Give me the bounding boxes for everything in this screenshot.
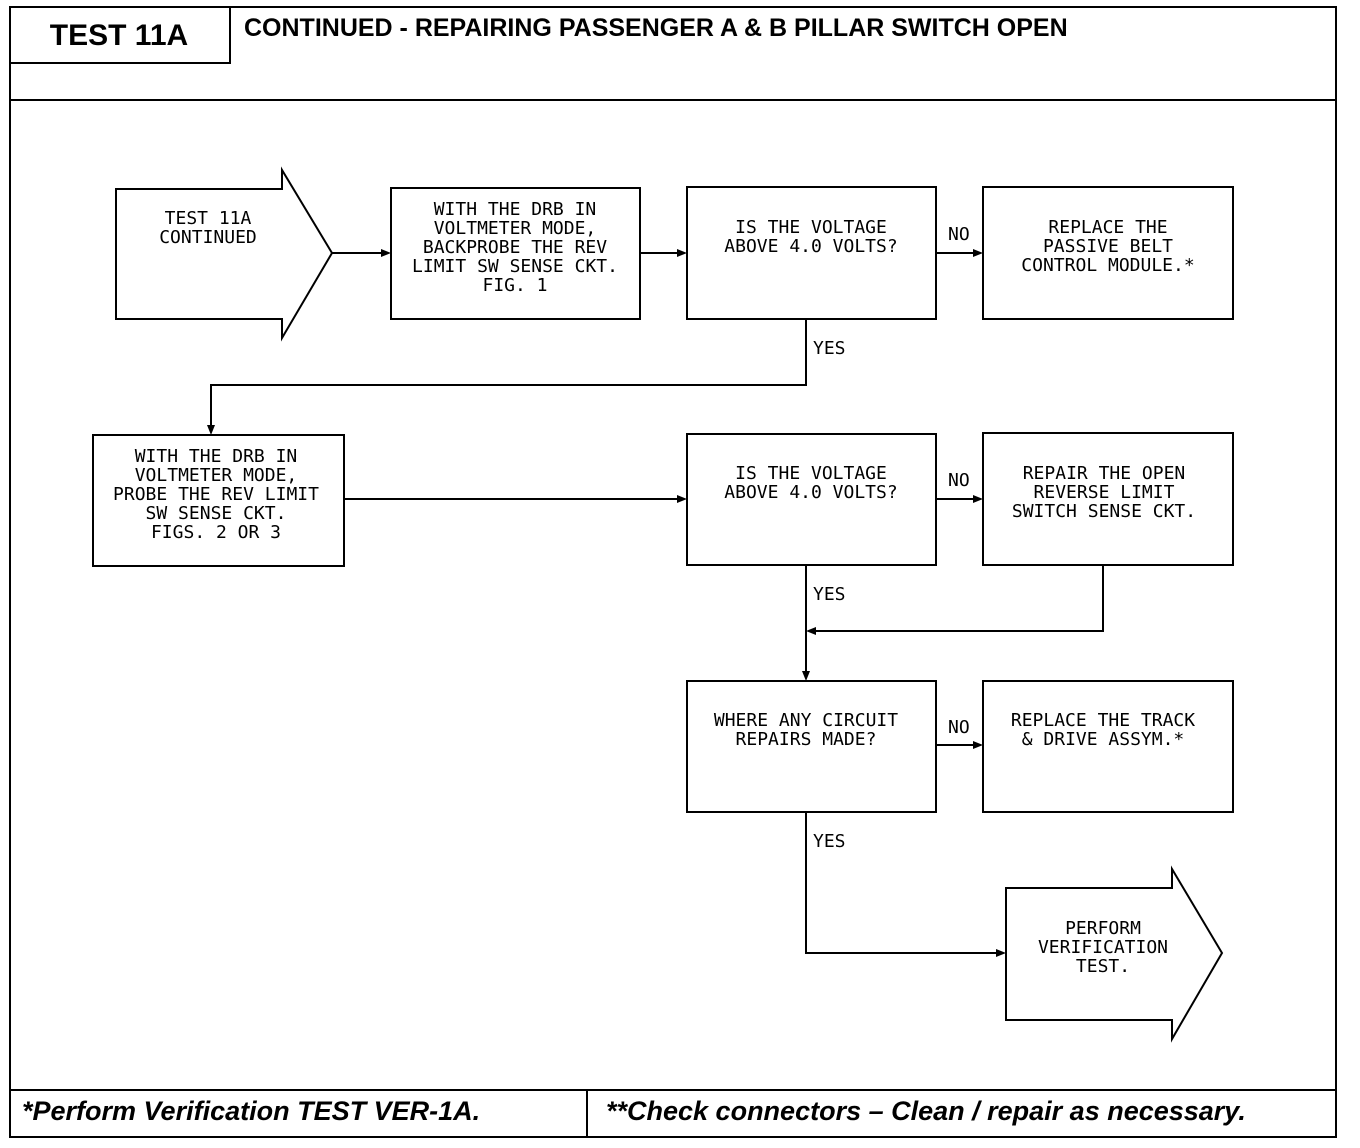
decision3-line: WHERE ANY CIRCUIT — [714, 710, 898, 731]
label-yes-3: YES — [813, 831, 846, 852]
step1-line: BACKPROBE THE REV — [423, 237, 607, 258]
arrowhead — [973, 249, 983, 257]
end-line: TEST. — [1076, 956, 1130, 977]
label-no-1: NO — [948, 224, 970, 245]
arrowhead — [973, 495, 983, 503]
step1-box — [390, 187, 641, 320]
arrowhead — [996, 949, 1006, 957]
decision2-line: IS THE VOLTAGE — [735, 463, 887, 484]
step2-line: WITH THE DRB IN — [135, 446, 298, 467]
action1-box — [982, 186, 1234, 320]
step1-line: WITH THE DRB IN — [434, 199, 597, 220]
action1-line: REPLACE THE — [1048, 217, 1167, 238]
step2-line: SW SENSE CKT. — [146, 503, 287, 524]
end-line: PERFORM — [1065, 918, 1141, 939]
action2-line: REVERSE LIMIT — [1034, 482, 1175, 503]
start-line: TEST 11A — [165, 208, 252, 229]
step2-box — [92, 434, 345, 567]
step2-line: FIGS. 2 OR 3 — [151, 522, 281, 543]
arrowhead — [207, 425, 215, 435]
action1-line: CONTROL MODULE.* — [1021, 255, 1194, 276]
action3-line: REPLACE THE TRACK — [1011, 710, 1195, 731]
action2-box — [982, 432, 1234, 566]
action3-box — [982, 680, 1234, 813]
decision2-line: ABOVE 4.0 VOLTS? — [724, 482, 897, 503]
connector-action2-merge — [814, 565, 1104, 632]
arrowhead — [381, 249, 391, 257]
page-frame — [9, 6, 1337, 1138]
decision3-box — [686, 680, 937, 813]
start-arrow — [115, 166, 334, 342]
step1-line: FIG. 1 — [482, 275, 547, 296]
connector-decision3-end — [805, 812, 998, 954]
step2-line: PROBE THE REV LIMIT — [113, 484, 319, 505]
page-title: CONTINUED - REPAIRING PASSENGER A & B PI… — [244, 14, 1068, 42]
label-yes-2: YES — [813, 584, 846, 605]
footer-divider — [9, 1089, 1337, 1091]
footer-separator — [586, 1089, 588, 1138]
action2-line: REPAIR THE OPEN — [1023, 463, 1186, 484]
action2-line: SWITCH SENSE CKT. — [1012, 501, 1196, 522]
label-no-2: NO — [948, 470, 970, 491]
test-id: TEST 11A — [9, 6, 231, 64]
step2-line: VOLTMETER MODE, — [135, 465, 298, 486]
decision2-box — [686, 433, 937, 566]
footer-note-connectors: **Check connectors – Clean / repair as n… — [606, 1096, 1246, 1126]
arrowhead — [806, 627, 816, 635]
end-arrow — [1005, 865, 1224, 1043]
decision1-line: IS THE VOLTAGE — [735, 217, 887, 238]
decision1-line: ABOVE 4.0 VOLTS? — [724, 236, 897, 257]
arrowhead — [677, 249, 687, 257]
connector-decision1-step2 — [210, 319, 807, 427]
arrowhead — [973, 741, 983, 749]
step1-line: VOLTMETER MODE, — [434, 218, 597, 239]
arrowhead — [802, 671, 810, 681]
footer-note-verification: *Perform Verification TEST VER-1A. — [22, 1096, 481, 1126]
header-divider — [9, 99, 1337, 101]
end-line: VERIFICATION — [1038, 937, 1168, 958]
step1-line: LIMIT SW SENSE CKT. — [412, 256, 618, 277]
start-line: CONTINUED — [159, 227, 257, 248]
label-no-3: NO — [948, 717, 970, 738]
action1-line: PASSIVE BELT — [1043, 236, 1173, 257]
label-yes-1: YES — [813, 338, 846, 359]
arrowhead — [677, 495, 687, 503]
action3-line: & DRIVE ASSYM.* — [1022, 729, 1185, 750]
action3-text: REPLACE THE TRACK& DRIVE ASSYM.* — [1011, 710, 1195, 750]
decision3-line: REPAIRS MADE? — [736, 729, 877, 750]
